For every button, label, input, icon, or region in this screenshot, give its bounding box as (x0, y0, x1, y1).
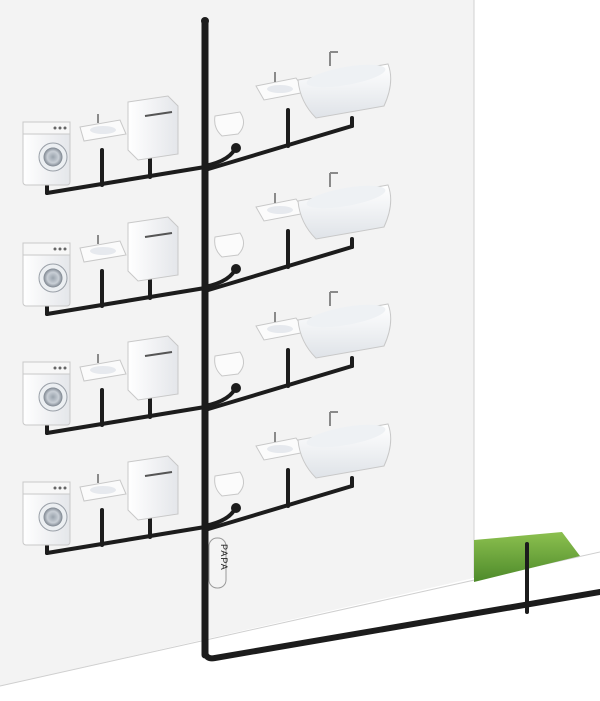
dishwasher-body (128, 456, 178, 520)
sink-basin (267, 325, 293, 333)
knob-icon (54, 248, 57, 251)
washing-machine (23, 122, 70, 185)
dishwasher (128, 336, 178, 400)
dishwasher-body (128, 336, 178, 400)
washbasin-basin (90, 366, 116, 374)
sink-basin (267, 206, 293, 214)
toilet (215, 233, 244, 257)
dishwasher (128, 456, 178, 520)
toilet (215, 352, 244, 376)
knob-icon (54, 487, 57, 490)
washing-machine (23, 362, 70, 425)
knob-icon (54, 127, 57, 130)
knob-icon (54, 367, 57, 370)
washing-machine-panel (23, 362, 70, 374)
silencer-label: РАРА (219, 544, 229, 571)
washing-machine (23, 243, 70, 306)
toilet-bowl (215, 472, 244, 496)
washing-machine (23, 482, 70, 545)
washing-machine-panel (23, 482, 70, 494)
toilet-bowl (215, 112, 244, 136)
toilet-bowl (215, 233, 244, 257)
toilet-elbow (231, 503, 241, 513)
knob-icon (59, 127, 62, 130)
toilet (215, 112, 244, 136)
washing-machine-drum (44, 269, 63, 288)
washing-machine-drum (44, 148, 63, 167)
knob-icon (64, 248, 67, 251)
washbasin-basin (90, 126, 116, 134)
washing-machine-drum (44, 508, 63, 527)
toilet-bowl (215, 352, 244, 376)
knob-icon (64, 127, 67, 130)
washing-machine-panel (23, 243, 70, 255)
dishwasher-body (128, 96, 178, 160)
washing-machine-panel (23, 122, 70, 134)
knob-icon (59, 248, 62, 251)
dishwasher-body (128, 217, 178, 281)
dishwasher (128, 217, 178, 281)
dishwasher (128, 96, 178, 160)
toilet (215, 472, 244, 496)
washbasin-basin (90, 247, 116, 255)
washbasin-basin (90, 486, 116, 494)
building-wall (0, 0, 474, 686)
knob-icon (64, 367, 67, 370)
sink-basin (267, 445, 293, 453)
knob-icon (59, 487, 62, 490)
toilet-elbow (231, 383, 241, 393)
sink-basin (267, 85, 293, 93)
washing-machine-drum (44, 388, 63, 407)
stack-vent-cap (201, 17, 209, 25)
toilet-elbow (231, 143, 241, 153)
silencer-module: РАРА (209, 538, 229, 588)
toilet-elbow (231, 264, 241, 274)
knob-icon (59, 367, 62, 370)
knob-icon (64, 487, 67, 490)
